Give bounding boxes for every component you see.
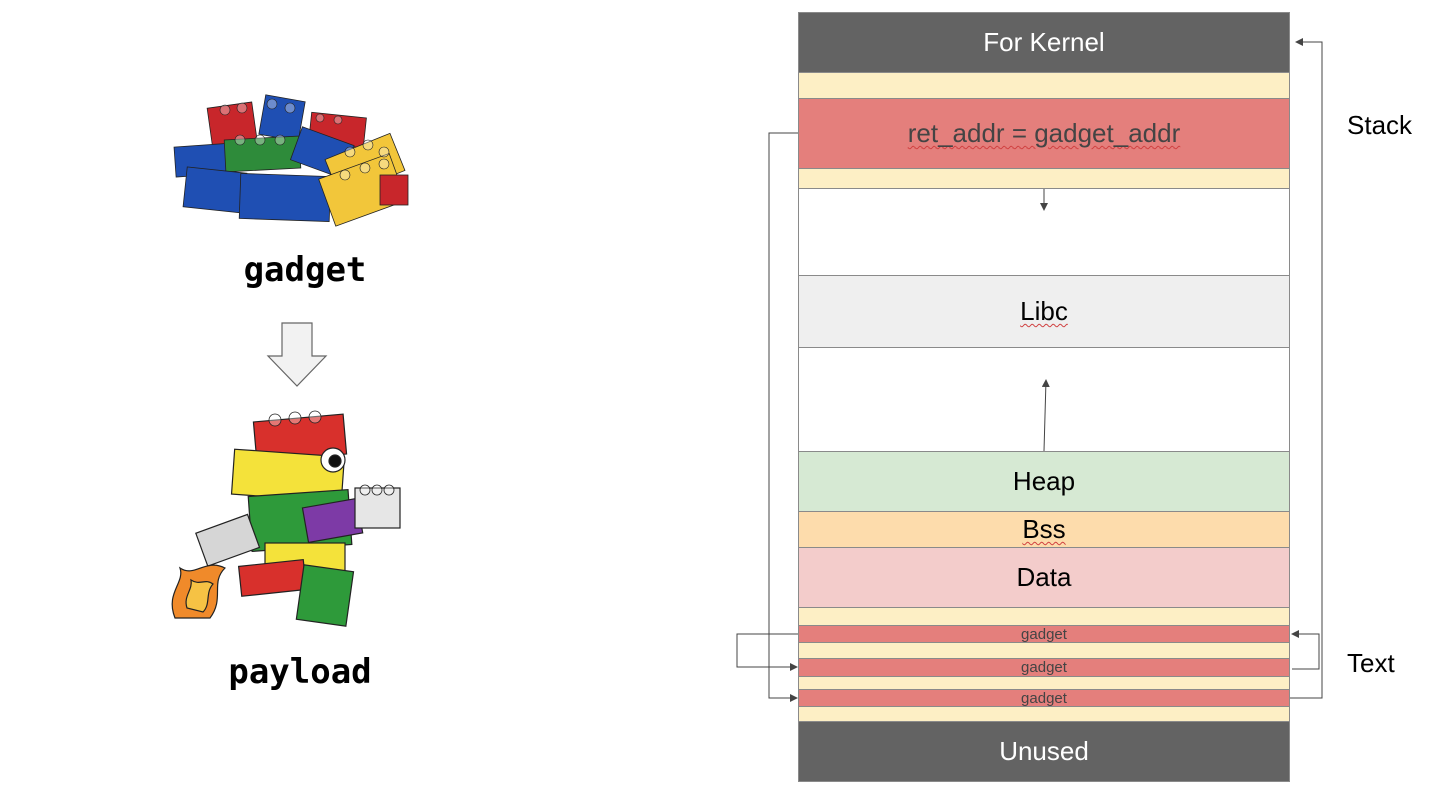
gadget-segment-1: gadget [798,625,1290,643]
unused-label: Unused [999,736,1089,766]
free-space-upper [798,188,1290,276]
gadget-label-2: gadget [1021,659,1067,676]
heap-label: Heap [1012,466,1076,496]
gadget-label-3: gadget [1021,689,1067,707]
text-padding-4 [798,706,1290,722]
bss-label: Bss [1022,514,1066,544]
data-segment: Data [798,547,1290,608]
stack-padding-top [798,72,1290,99]
gadget-label-1: gadget [1021,625,1067,643]
gadget2-to-gadget1-line [1291,630,1320,670]
payload-label: payload [228,652,372,692]
lego-bricks-pile-image [173,94,409,227]
gadget-segment-2: gadget [798,658,1290,677]
libc-segment: Libc [798,275,1290,348]
retaddr-to-gadget3-line [768,132,798,702]
bss-segment: Bss [798,511,1290,548]
for-kernel-segment: For Kernel [798,12,1290,73]
lego-robot-image [171,410,401,627]
stack-side-label: Stack [1347,110,1413,140]
gadget-segment-3: gadget [798,689,1290,707]
free-space-lower [798,347,1290,452]
unused-segment: Unused [798,721,1290,782]
gadget3-to-kernel-line [1290,38,1323,699]
heap-segment: Heap [798,451,1290,512]
stack-padding-bottom [798,168,1290,189]
text-side-label: Text [1347,648,1395,678]
text-padding-3 [798,676,1290,690]
gadget1-to-gadget2-line [736,633,798,671]
data-label: Data [1016,562,1072,592]
libc-label: Libc [1020,296,1068,326]
down-arrow-icon [266,322,328,387]
ret-addr-segment: ret_addr = gadget_addr [798,98,1290,169]
for-kernel-label: For Kernel [983,27,1105,57]
text-padding-2 [798,642,1290,659]
gadget-label: gadget [243,250,367,290]
ret-addr-label: ret_addr = gadget_addr [907,118,1181,148]
text-padding-1 [798,607,1290,626]
